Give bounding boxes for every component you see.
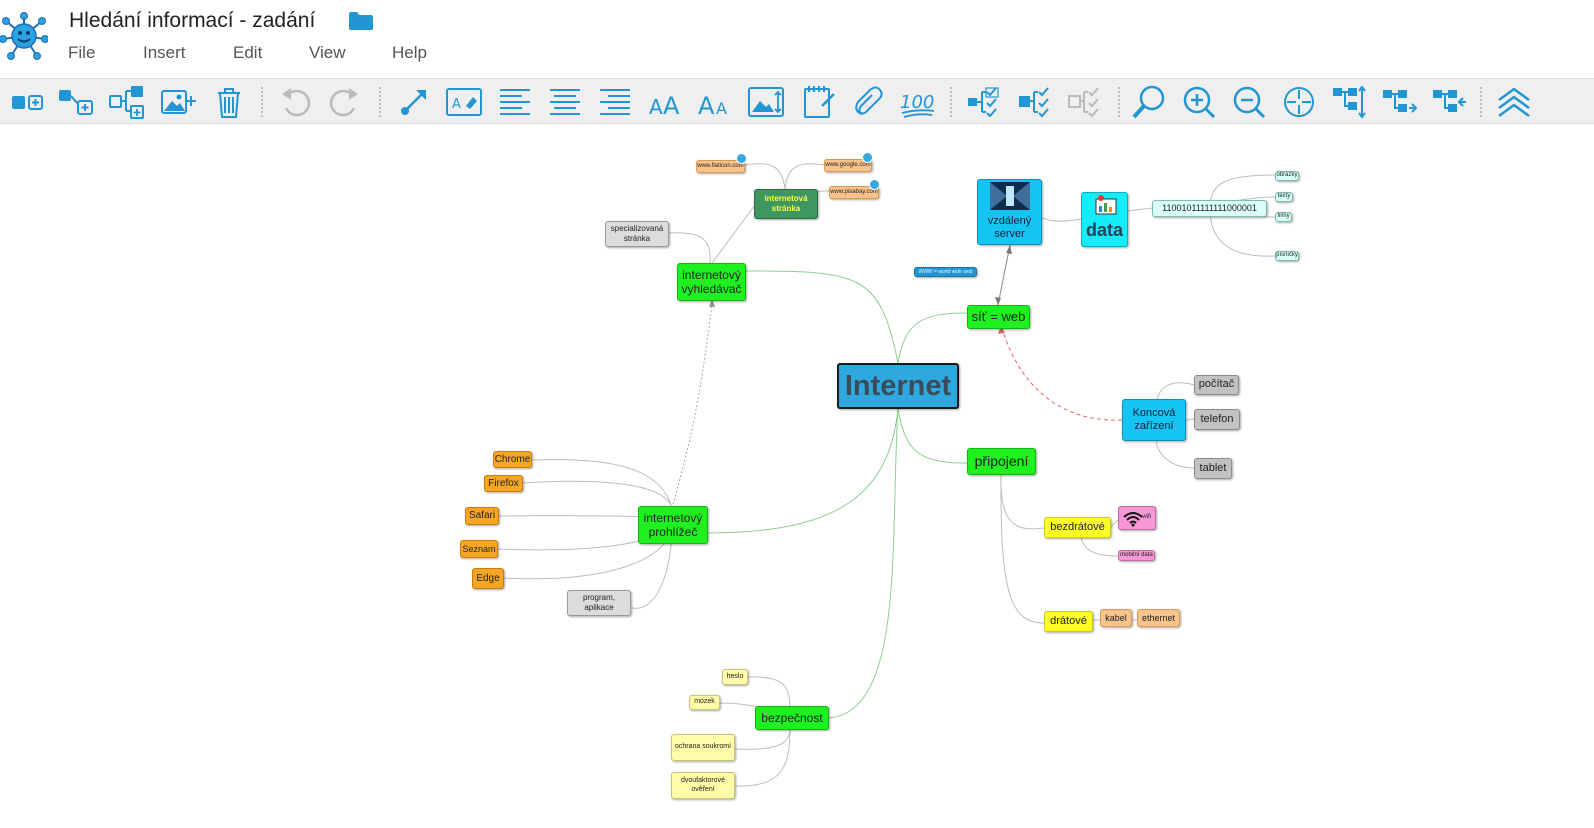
node-data-images[interactable]: obrázky [1275, 171, 1299, 181]
align-left-icon[interactable] [497, 84, 533, 120]
node-brain[interactable]: mozek [689, 695, 720, 710]
node-ethernet[interactable]: ethernet [1137, 609, 1180, 627]
delete-icon[interactable] [211, 84, 247, 120]
node-browser[interactable]: internetový prohlížeč [638, 506, 708, 544]
redo-icon[interactable] [327, 84, 363, 120]
node-phone[interactable]: telefon [1194, 409, 1240, 430]
node-data[interactable]: data [1081, 192, 1128, 247]
node-data-texts[interactable]: texty [1275, 192, 1293, 202]
zoom-out-icon[interactable] [1231, 84, 1267, 120]
svg-text:A: A [698, 92, 715, 120]
data-chart-icon [1095, 195, 1117, 215]
node-link-flaticon[interactable]: www.flaticon.com [696, 160, 745, 173]
checklist-add-icon[interactable] [1018, 84, 1054, 120]
document-title[interactable]: Hledání informací - zadání [69, 9, 316, 32]
node-link-pixabay[interactable]: www.pixabay.com [829, 186, 879, 199]
menu-insert[interactable]: Insert [143, 43, 186, 62]
node-seznam[interactable]: Seznam [460, 540, 498, 558]
node-remote-server-label: vzdálený server [987, 214, 1032, 240]
node-cable[interactable]: kabel [1100, 609, 1132, 627]
node-two-factor[interactable]: dvoufaktorové ověření [671, 772, 735, 799]
node-data-label: data [1085, 220, 1123, 241]
node-chrome[interactable]: Chrome [493, 451, 532, 468]
add-subtopic-icon[interactable] [58, 84, 94, 120]
link-badge-icon[interactable] [736, 153, 747, 164]
svg-text:A: A [663, 92, 680, 120]
checklist-remove-icon[interactable] [1068, 84, 1104, 120]
node-mobile-data[interactable]: mobilní data [1118, 550, 1155, 561]
wifi-icon [1123, 512, 1143, 527]
node-wifi[interactable]: wifi [1118, 506, 1156, 530]
svg-text:A: A [716, 99, 727, 118]
align-center-icon[interactable] [547, 84, 583, 120]
collapse-icon[interactable] [1496, 84, 1532, 120]
app-logo-icon[interactable] [0, 12, 49, 60]
node-net-web[interactable]: síť = web [967, 305, 1030, 329]
node-safari[interactable]: Safari [465, 507, 499, 525]
zoom-in-icon[interactable] [1181, 84, 1217, 120]
menu-help[interactable]: Help [392, 43, 427, 62]
server-icon [990, 182, 1030, 210]
node-binary[interactable]: 11001011111111000001 [1152, 200, 1267, 217]
node-privacy[interactable]: ochrana soukromí [671, 734, 735, 761]
node-wireless[interactable]: bezdrátové [1044, 517, 1111, 538]
menu-view[interactable]: View [309, 43, 346, 62]
link-badge-icon[interactable] [862, 152, 873, 163]
node-tablet[interactable]: tablet [1194, 458, 1232, 479]
node-wired[interactable]: drátové [1044, 611, 1093, 632]
mindmap-canvas[interactable]: Internet internetový vyhledávač speciali… [0, 123, 1594, 828]
svg-text:100: 100 [900, 92, 934, 113]
node-firefox[interactable]: Firefox [484, 475, 523, 492]
app-header: Hledání informací - zadání File Insert E… [0, 0, 1594, 78]
node-data-songs[interactable]: písničky [1275, 251, 1299, 261]
link-icon[interactable] [850, 84, 886, 120]
layout-right-icon[interactable] [1382, 84, 1418, 120]
search-icon[interactable] [1131, 84, 1167, 120]
add-topic-icon[interactable] [10, 84, 46, 120]
undo-icon[interactable] [277, 84, 313, 120]
node-edge[interactable]: Edge [472, 568, 504, 589]
menu-edit[interactable]: Edit [233, 43, 263, 62]
node-security[interactable]: bezpečnost [755, 706, 829, 730]
center-icon[interactable] [1281, 84, 1317, 120]
connector-icon[interactable] [396, 84, 432, 120]
hundred-points-icon[interactable]: 100 [900, 84, 936, 120]
node-web-page[interactable]: internetová stránka [754, 189, 818, 219]
svg-text:A: A [452, 97, 461, 112]
node-data-films[interactable]: filmy [1275, 212, 1292, 222]
central-node[interactable]: Internet [837, 363, 959, 409]
node-remote-server[interactable]: vzdálený server [977, 179, 1042, 245]
add-image-icon[interactable] [160, 84, 196, 120]
node-link-google[interactable]: www.google.com [824, 159, 872, 172]
layout-left-icon[interactable] [1432, 84, 1468, 120]
node-specialized-page[interactable]: specializovaná stránka [605, 221, 669, 247]
align-right-icon[interactable] [597, 84, 633, 120]
image-size-icon[interactable] [748, 84, 784, 120]
menu-file[interactable]: File [68, 43, 96, 62]
text-style-icon[interactable]: A [446, 84, 482, 120]
node-wifi-label: wifi [1142, 514, 1151, 521]
node-computer[interactable]: počítač [1194, 375, 1239, 395]
svg-text:A: A [649, 95, 663, 119]
node-program[interactable]: program, aplikace [567, 590, 631, 616]
node-www-note[interactable]: WWW = world wide web [914, 267, 977, 277]
add-relationship-icon[interactable] [109, 84, 145, 120]
link-badge-icon[interactable] [869, 179, 880, 190]
note-icon[interactable] [800, 84, 836, 120]
node-internet-search[interactable]: internetový vyhledávač [677, 263, 746, 301]
layout-down-icon[interactable] [1332, 84, 1368, 120]
folder-icon[interactable] [348, 11, 374, 31]
node-password[interactable]: heslo [722, 669, 748, 685]
node-end-devices[interactable]: Koncová zařízení [1122, 399, 1186, 441]
node-connection[interactable]: připojení [967, 448, 1036, 475]
checklist-icon[interactable] [967, 84, 1003, 120]
